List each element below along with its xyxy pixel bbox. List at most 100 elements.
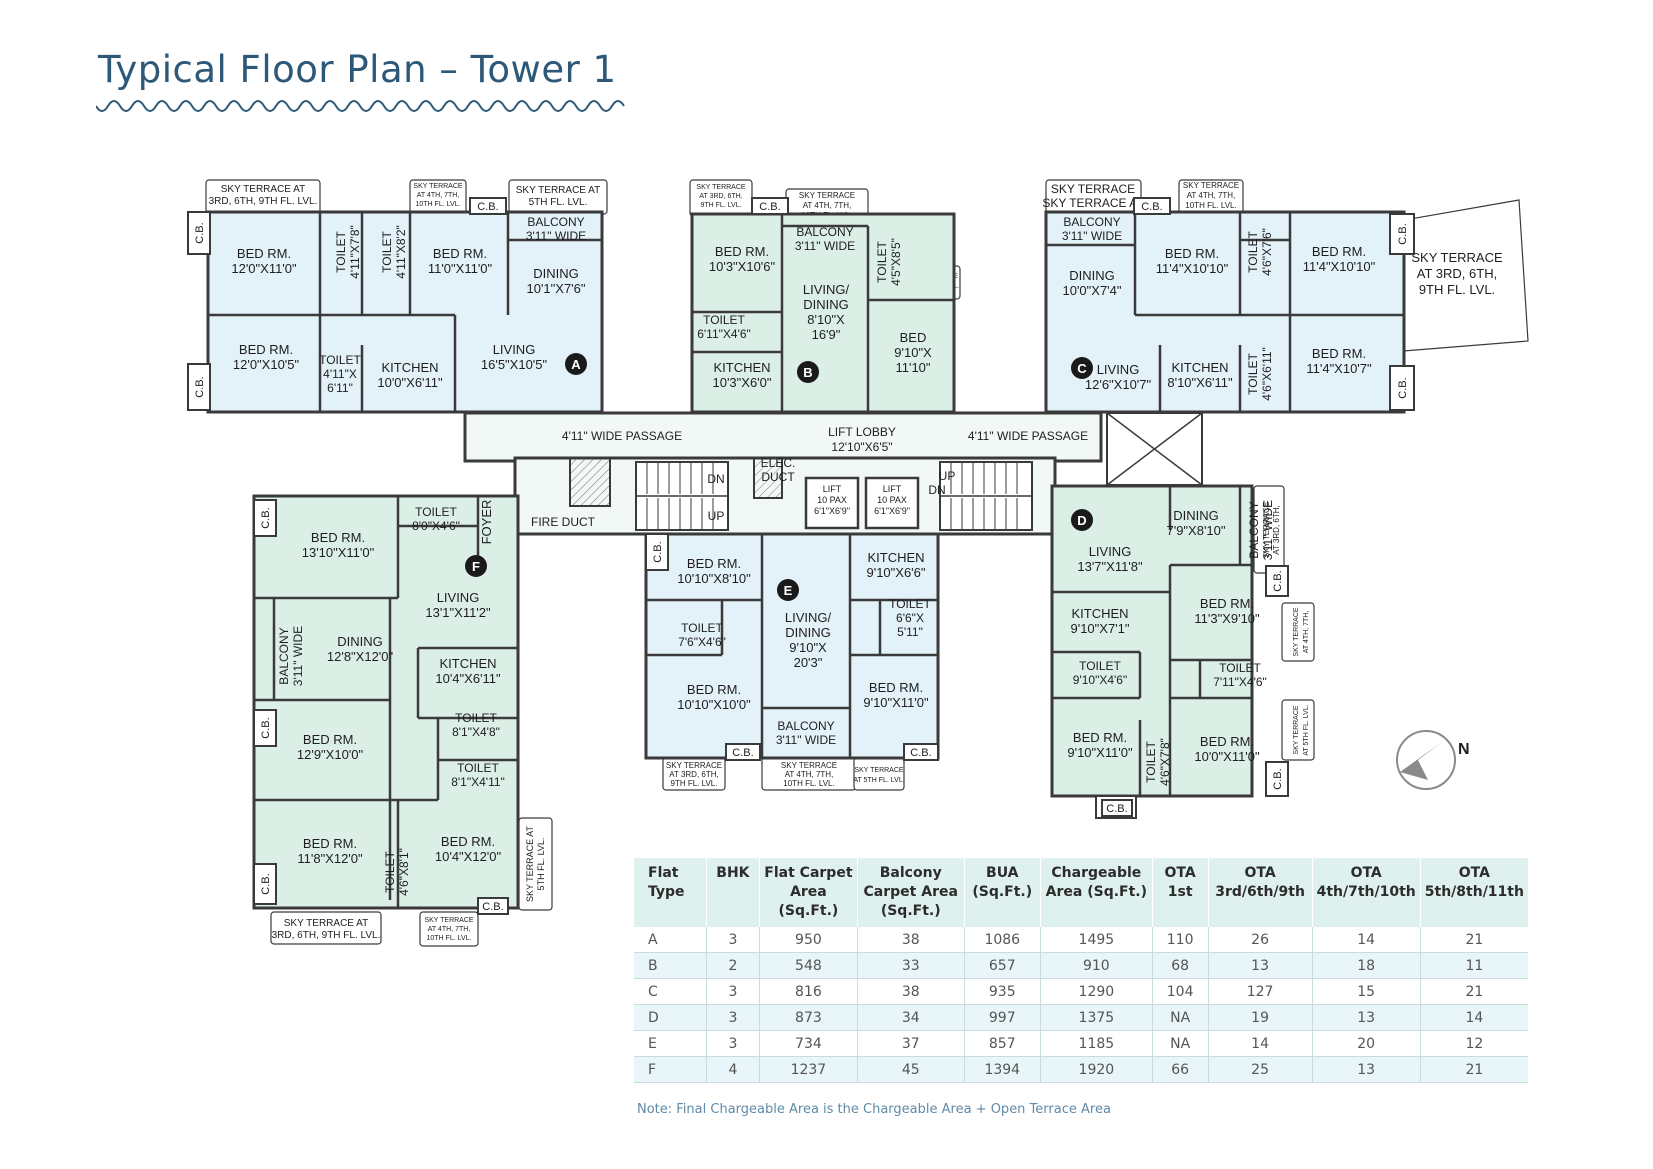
svg-text:AT 4TH, 7TH,: AT 4TH, 7TH, (785, 770, 834, 779)
cb-label: C.B. (1272, 768, 1284, 789)
room-name: BALCONY (777, 719, 834, 733)
room-dimension: 13'10"X11'0" (302, 545, 375, 560)
flat-marker-d: D (1071, 509, 1093, 531)
cb-box: C.B. (187, 211, 211, 255)
room-name: BED RM. (433, 246, 487, 261)
room-dimension: 3'11" WIDE (291, 626, 305, 686)
table-cell: 34 (856, 1004, 964, 1031)
table-cell: 12 (1419, 1030, 1528, 1057)
flat-e (644, 532, 940, 760)
svg-text:3RD, 6TH, 9TH FL. LVL.: 3RD, 6TH, 9TH FL. LVL. (209, 196, 318, 207)
room-dimension: 10'0"X11'0" (1194, 749, 1260, 764)
svg-text:SKY TERRACE: SKY TERRACE (696, 184, 745, 191)
room-label: BED RM.11'4"X10'10" (1303, 244, 1376, 274)
flat-marker-label: C (1077, 361, 1087, 376)
table-cell: 21 (1419, 978, 1528, 1005)
column-header: Chargeable Area (Sq.Ft.) (1040, 858, 1153, 927)
title-wave-underline (96, 100, 625, 112)
table-cell: 548 (758, 952, 858, 979)
room-dimension: 10'10"X10'0" (677, 697, 751, 712)
room-name: BED (900, 330, 927, 345)
room-name: KITCHEN (867, 550, 924, 565)
table-cell: 14 (1419, 1004, 1528, 1031)
cb-label: C.B. (910, 747, 931, 759)
cb-box: C.B. (477, 897, 509, 915)
room-dimension: 12'0"X11'0" (231, 261, 297, 276)
table-cell: 18 (1311, 952, 1421, 979)
table-cell: 38 (856, 978, 964, 1005)
column-header: OTA 3rd/6th/9th (1207, 858, 1313, 927)
room-name: TOILET (319, 353, 361, 367)
svg-text:SKY TERRACE: SKY TERRACE (413, 183, 462, 190)
column-header: Flat Carpet Area (Sq.Ft.) (758, 858, 858, 927)
room-dimension: 5'11" (897, 625, 923, 639)
lift-label: LIFT (883, 484, 902, 494)
cb-box: C.B. (469, 197, 507, 215)
table-cell: 3 (705, 1030, 760, 1057)
room-name: TOILET (380, 230, 394, 272)
room-name: BED RM. (1312, 346, 1366, 361)
table-cell: 1237 (758, 1056, 858, 1083)
cb-box: C.B. (1101, 799, 1133, 817)
table-cell: 11 (1419, 952, 1528, 979)
room-name: BED RM. (239, 342, 293, 357)
table-cell: 734 (758, 1030, 858, 1057)
room-name: BED RM. (869, 680, 923, 695)
cb-box: C.B. (253, 499, 277, 537)
svg-text:SKY TERRACE: SKY TERRACE (799, 191, 855, 200)
table-cell: 19 (1207, 1004, 1313, 1031)
room-label: BED RM.10'4"X12'0" (435, 834, 502, 864)
table-cell: 37 (856, 1030, 964, 1057)
cb-label: C.B. (260, 507, 272, 528)
room-dimension: 10'0"X6'11" (377, 375, 443, 390)
table-cell: 1394 (963, 1056, 1041, 1083)
room-dimension: 4'6"X7'6" (1260, 228, 1274, 276)
svg-text:AT 3RD, 6TH,: AT 3RD, 6TH, (699, 193, 742, 200)
room-name: KITCHEN (439, 656, 496, 671)
room-dimension: 10'4"X6'11" (435, 671, 501, 686)
table-cell: 857 (963, 1030, 1041, 1057)
room-dimension: 8'10"X (807, 312, 845, 327)
cb-label: C.B. (260, 717, 272, 738)
svg-text:SKY TERRACE AT: SKY TERRACE AT (516, 185, 600, 196)
room-name: KITCHEN (1171, 360, 1228, 375)
table-cell: 127 (1207, 978, 1313, 1005)
cb-label: C.B. (759, 201, 780, 213)
room-name: TOILET (1079, 659, 1121, 673)
room-name: BED RM. (311, 530, 365, 545)
cb-box: C.B. (725, 743, 761, 761)
room-dimension: 16'5"X10'5" (481, 357, 548, 372)
room-name: TOILET (383, 850, 397, 892)
room-dimension: 11'4"X10'7" (1306, 361, 1372, 376)
table-cell: 25 (1207, 1056, 1313, 1083)
cb-box: C.B. (1133, 197, 1171, 215)
table-cell: 997 (963, 1004, 1041, 1031)
svg-text:AT 3RD, 6TH,: AT 3RD, 6TH, (669, 770, 719, 779)
svg-text:AT 4TH, 7TH,: AT 4TH, 7TH, (1187, 191, 1236, 200)
flat-b (690, 212, 956, 414)
flat-a (206, 210, 604, 414)
table-cell: 13 (1311, 1004, 1421, 1031)
cb-label: C.B. (732, 747, 753, 759)
room-dimension: 3'11" WIDE (526, 229, 586, 243)
page-title: Typical Floor Plan – Tower 1 (98, 48, 617, 91)
table-cell: 38 (856, 927, 964, 953)
table-cell: 45 (856, 1056, 964, 1083)
column-header: OTA 4th/7th/10th (1311, 858, 1421, 927)
room-dimension: 7'11"X4'6" (1213, 675, 1267, 689)
lift-2: LIFT 10 PAX 6'1"X6'9" (864, 476, 920, 530)
